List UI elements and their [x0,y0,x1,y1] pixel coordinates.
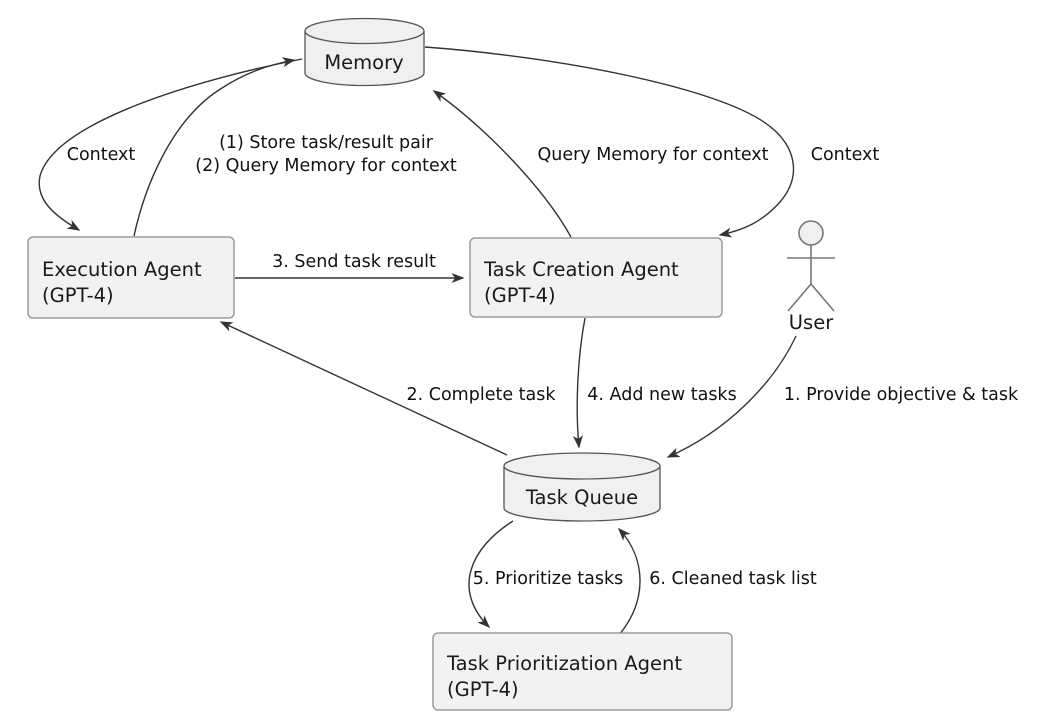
task-creation-agent-node: Task Creation Agent (GPT-4) [469,237,723,318]
user-actor: User [787,220,835,334]
task-prioritization-agent-node: Task Prioritization Agent (GPT-4) [432,632,733,711]
user-body-icon [787,245,835,312]
task-creation-agent-sublabel: (GPT-4) [484,284,556,307]
label-context-left: Context [67,145,136,165]
label-provide-objective: 1. Provide objective & task [784,385,1019,405]
edge-context-memory-to-execution [38,58,303,231]
execution-agent-sublabel: (GPT-4) [42,284,114,307]
label-store-query-line1: (1) Store task/result pair [219,133,434,153]
label-send-task-result: 3. Send task result [272,252,436,272]
memory-node: Memory [304,17,425,87]
task-queue-label: Task Queue [525,486,638,509]
edge-provide-objective [666,335,797,458]
memory-cylinder-body [304,31,425,87]
edge-query-memory-creation-to-memory [432,90,572,238]
label-context-right: Context [811,145,880,165]
label-cleaned-task-list: 6. Cleaned task list [649,569,817,589]
task-creation-agent-box [469,237,723,318]
execution-agent-label: Execution Agent [42,258,202,281]
task-prioritization-agent-box [432,632,733,711]
edge-prioritize-tasks [468,520,514,629]
user-head-icon [798,220,824,246]
task-queue-node: Task Queue [503,452,661,522]
task-queue-cylinder-top [503,452,661,480]
label-complete-task: 2. Complete task [407,385,557,405]
label-add-new-tasks: 4. Add new tasks [587,385,736,405]
task-prioritization-agent-sublabel: (GPT-4) [447,678,519,701]
edge-store-query-execution-to-memory [133,57,296,237]
memory-label: Memory [324,51,403,74]
label-query-memory: Query Memory for context [537,145,768,165]
execution-agent-node: Execution Agent (GPT-4) [27,236,235,319]
edges-layer [38,46,797,636]
task-creation-agent-label: Task Creation Agent [483,258,679,281]
user-label: User [789,311,834,334]
edge-labels-layer: Context (1) Store task/result pair (2) Q… [67,133,1019,589]
task-queue-cylinder-body [503,466,661,522]
edge-cleaned-task-list [617,527,641,636]
label-store-query-line2: (2) Query Memory for context [195,156,457,176]
task-prioritization-agent-label: Task Prioritization Agent [446,652,682,675]
execution-agent-box [27,236,235,319]
memory-cylinder-top [304,17,425,45]
edge-complete-task [219,321,508,456]
edge-context-memory-to-creation [424,46,795,238]
label-prioritize-tasks: 5. Prioritize tasks [473,569,624,589]
edge-add-new-tasks [572,317,586,449]
